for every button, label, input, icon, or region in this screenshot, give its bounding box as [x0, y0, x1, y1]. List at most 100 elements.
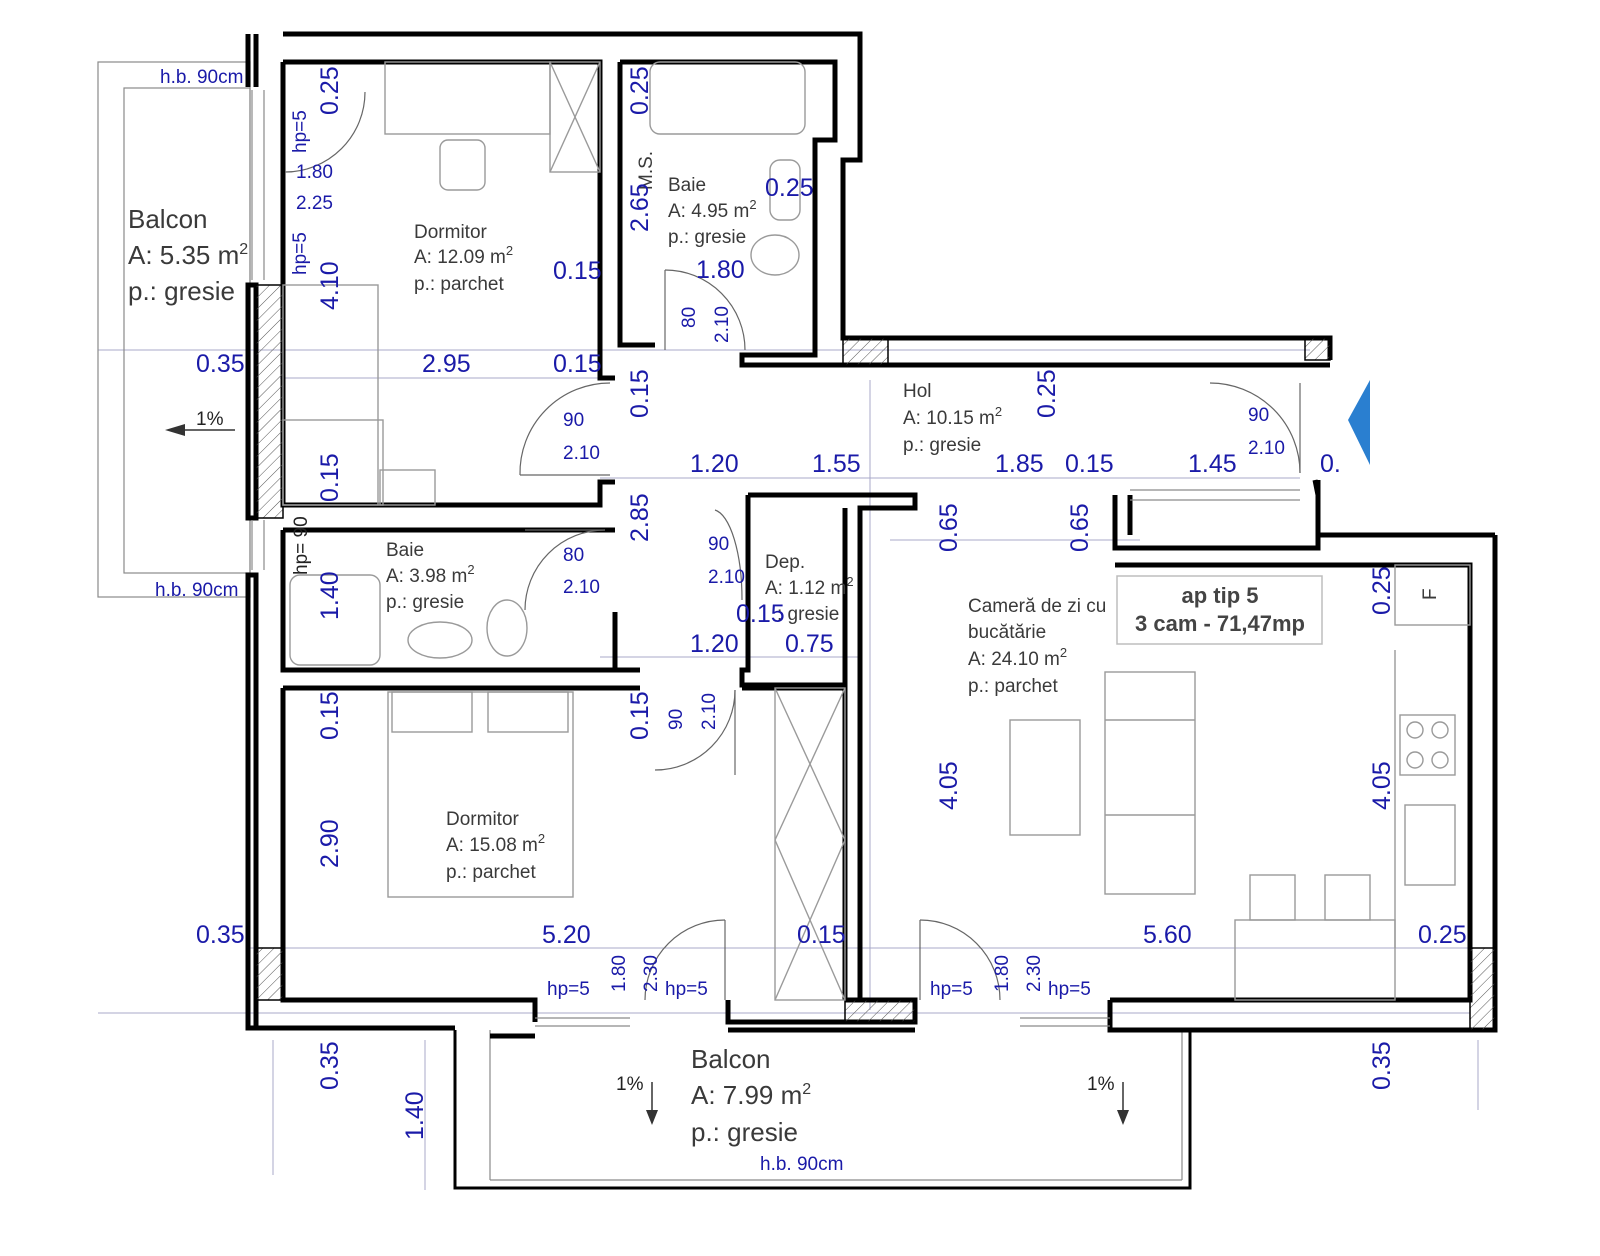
- dimension-label: 1.85: [995, 450, 1044, 478]
- room-area: A: 7.99 m2: [691, 1080, 811, 1110]
- room-dormitor-top: Dormitor A: 12.09 m2 p.: parchet: [414, 222, 513, 295]
- dimension-label: 1.40: [401, 1091, 429, 1140]
- dimension-label: 0.25: [316, 66, 344, 115]
- hp-note: hp=5: [547, 979, 590, 1000]
- dimension-label: 2.95: [422, 350, 471, 378]
- room-area: A: 4.95 m2: [668, 197, 757, 222]
- hp-note: hp=5: [290, 232, 311, 275]
- room-dep: Dep. A: 1.12 m2 : gresie: [765, 552, 854, 625]
- door-height: 2.10: [563, 443, 600, 464]
- dimension-label: 2.90: [316, 819, 344, 868]
- door-width: 80: [679, 307, 700, 328]
- dimension-label: 0.25: [1418, 921, 1467, 949]
- room-name: Balcon: [691, 1044, 771, 1074]
- fridge-label: F: [1420, 588, 1441, 600]
- door-width: 90: [1248, 405, 1269, 426]
- dimension-label: 1.55: [812, 450, 861, 478]
- slope-note: 1%: [196, 409, 224, 430]
- door-height: 2.10: [708, 567, 745, 588]
- room-name-line2: bucătărie: [968, 622, 1046, 643]
- room-name: Dormitor: [414, 222, 488, 243]
- room-floor: p.: parchet: [446, 862, 536, 883]
- door-height: 2.10: [699, 693, 720, 730]
- room-area: A: 10.15 m2: [903, 404, 1002, 429]
- room-name: Hol: [903, 381, 932, 402]
- room-name: Balcon: [128, 204, 208, 234]
- dimension-label: 0.65: [1066, 503, 1094, 552]
- dimension-label: 0.25: [1368, 566, 1396, 615]
- door-height: 2.10: [1248, 438, 1285, 459]
- dimension-label: 0.15: [553, 257, 602, 285]
- dimension-label: 0.35: [196, 350, 245, 378]
- dimension-label: 0.15: [626, 369, 654, 418]
- room-balcon-bottom: Balcon A: 7.99 m2 p.: gresie: [691, 1044, 811, 1147]
- hp-note: hp= 90: [291, 516, 312, 575]
- room-name: Dep.: [765, 552, 805, 573]
- dimension-label: 5.60: [1143, 921, 1192, 949]
- room-balcon-left: Balcon A: 5.35 m2 p.: gresie: [128, 204, 248, 306]
- dimension-label: 0.15: [736, 600, 785, 628]
- room-floor: p.: gresie: [903, 435, 981, 456]
- furniture: [282, 61, 1471, 1001]
- slope-arrows: [165, 424, 1129, 1125]
- room-living: Cameră de zi cu bucătărie A: 24.10 m2 p.…: [968, 596, 1106, 697]
- dimension-label: 0.: [1320, 450, 1341, 478]
- dimension-label: 0.65: [935, 503, 963, 552]
- room-floor: p.: parchet: [414, 274, 504, 295]
- dimension-label: 0.35: [1368, 1041, 1396, 1090]
- dimension-label: 1.20: [690, 630, 739, 658]
- room-name: Baie: [668, 175, 706, 196]
- dimension-label: 0.25: [626, 66, 654, 115]
- hp-note: hp=5: [930, 979, 973, 1000]
- dimension-label: 1.80: [296, 162, 333, 183]
- dimension-label: 0.75: [785, 630, 834, 658]
- dimension-label: 0.15: [626, 691, 654, 740]
- door-width: 90: [563, 410, 584, 431]
- dimension-label: 0.35: [196, 921, 245, 949]
- walls: [245, 31, 1498, 1039]
- room-dormitor-bottom: Dormitor A: 15.08 m2 p.: parchet: [446, 809, 545, 883]
- wall-hatching: [255, 284, 1496, 1031]
- dimension-label: 0.25: [1033, 369, 1061, 418]
- room-area: A: 15.08 m2: [446, 831, 545, 856]
- entrance-arrow-icon: [1348, 380, 1370, 465]
- dimension-label: 2.25: [296, 193, 333, 214]
- room-baie-mid: Baie A: 3.98 m2 p.: gresie: [386, 540, 475, 613]
- hp-note: hp=5: [290, 110, 311, 153]
- notes: h.b. 90cm h.b. 90cm h.b. 90cm hp=5 hp=5 …: [155, 67, 1441, 1175]
- door-height: 2.10: [563, 577, 600, 598]
- dimension-label: 2.30: [641, 955, 662, 992]
- dimension-label: 2.85: [626, 493, 654, 542]
- dimension-label: 1.40: [316, 571, 344, 620]
- ms-note: M.S.: [636, 151, 657, 190]
- hb-note-top: h.b. 90cm: [160, 67, 243, 88]
- room-area: A: 12.09 m2: [414, 243, 513, 268]
- dimension-label: 0.15: [316, 691, 344, 740]
- hp-note: hp=5: [665, 979, 708, 1000]
- apartment-label: ap tip 5 3 cam - 71,47mp: [1116, 575, 1323, 645]
- apartment-summary: 3 cam - 71,47mp: [1135, 611, 1305, 636]
- windows: [251, 90, 1300, 1027]
- room-floor: p.: gresie: [386, 592, 464, 613]
- dimension-label: 4.05: [935, 761, 963, 810]
- dimension-label: 4.10: [316, 261, 344, 310]
- dimension-label: 0.25: [765, 174, 814, 202]
- balcony-bottom: [453, 1030, 1192, 1190]
- room-area: A: 3.98 m2: [386, 562, 475, 587]
- slope-note: 1%: [616, 1074, 644, 1095]
- dimension-label: 0.15: [1065, 450, 1114, 478]
- dimension-label: 1.20: [690, 450, 739, 478]
- room-area: A: 1.12 m2: [765, 574, 854, 599]
- hb-note-left-bottom: h.b. 90cm: [155, 580, 238, 601]
- dimension-label: 0.15: [316, 453, 344, 502]
- door-width: 90: [666, 709, 687, 730]
- room-baie-top: Baie A: 4.95 m2 p.: gresie: [668, 175, 757, 248]
- room-floor: p.: gresie: [668, 227, 746, 248]
- dimension-label: 1.45: [1188, 450, 1237, 478]
- slope-note: 1%: [1087, 1074, 1115, 1095]
- dimension-label: 0.15: [797, 921, 846, 949]
- room-name: Baie: [386, 540, 424, 561]
- room-name: Dormitor: [446, 809, 520, 830]
- room-name-line1: Cameră de zi cu: [968, 596, 1106, 617]
- room-floor: p.: parchet: [968, 676, 1058, 697]
